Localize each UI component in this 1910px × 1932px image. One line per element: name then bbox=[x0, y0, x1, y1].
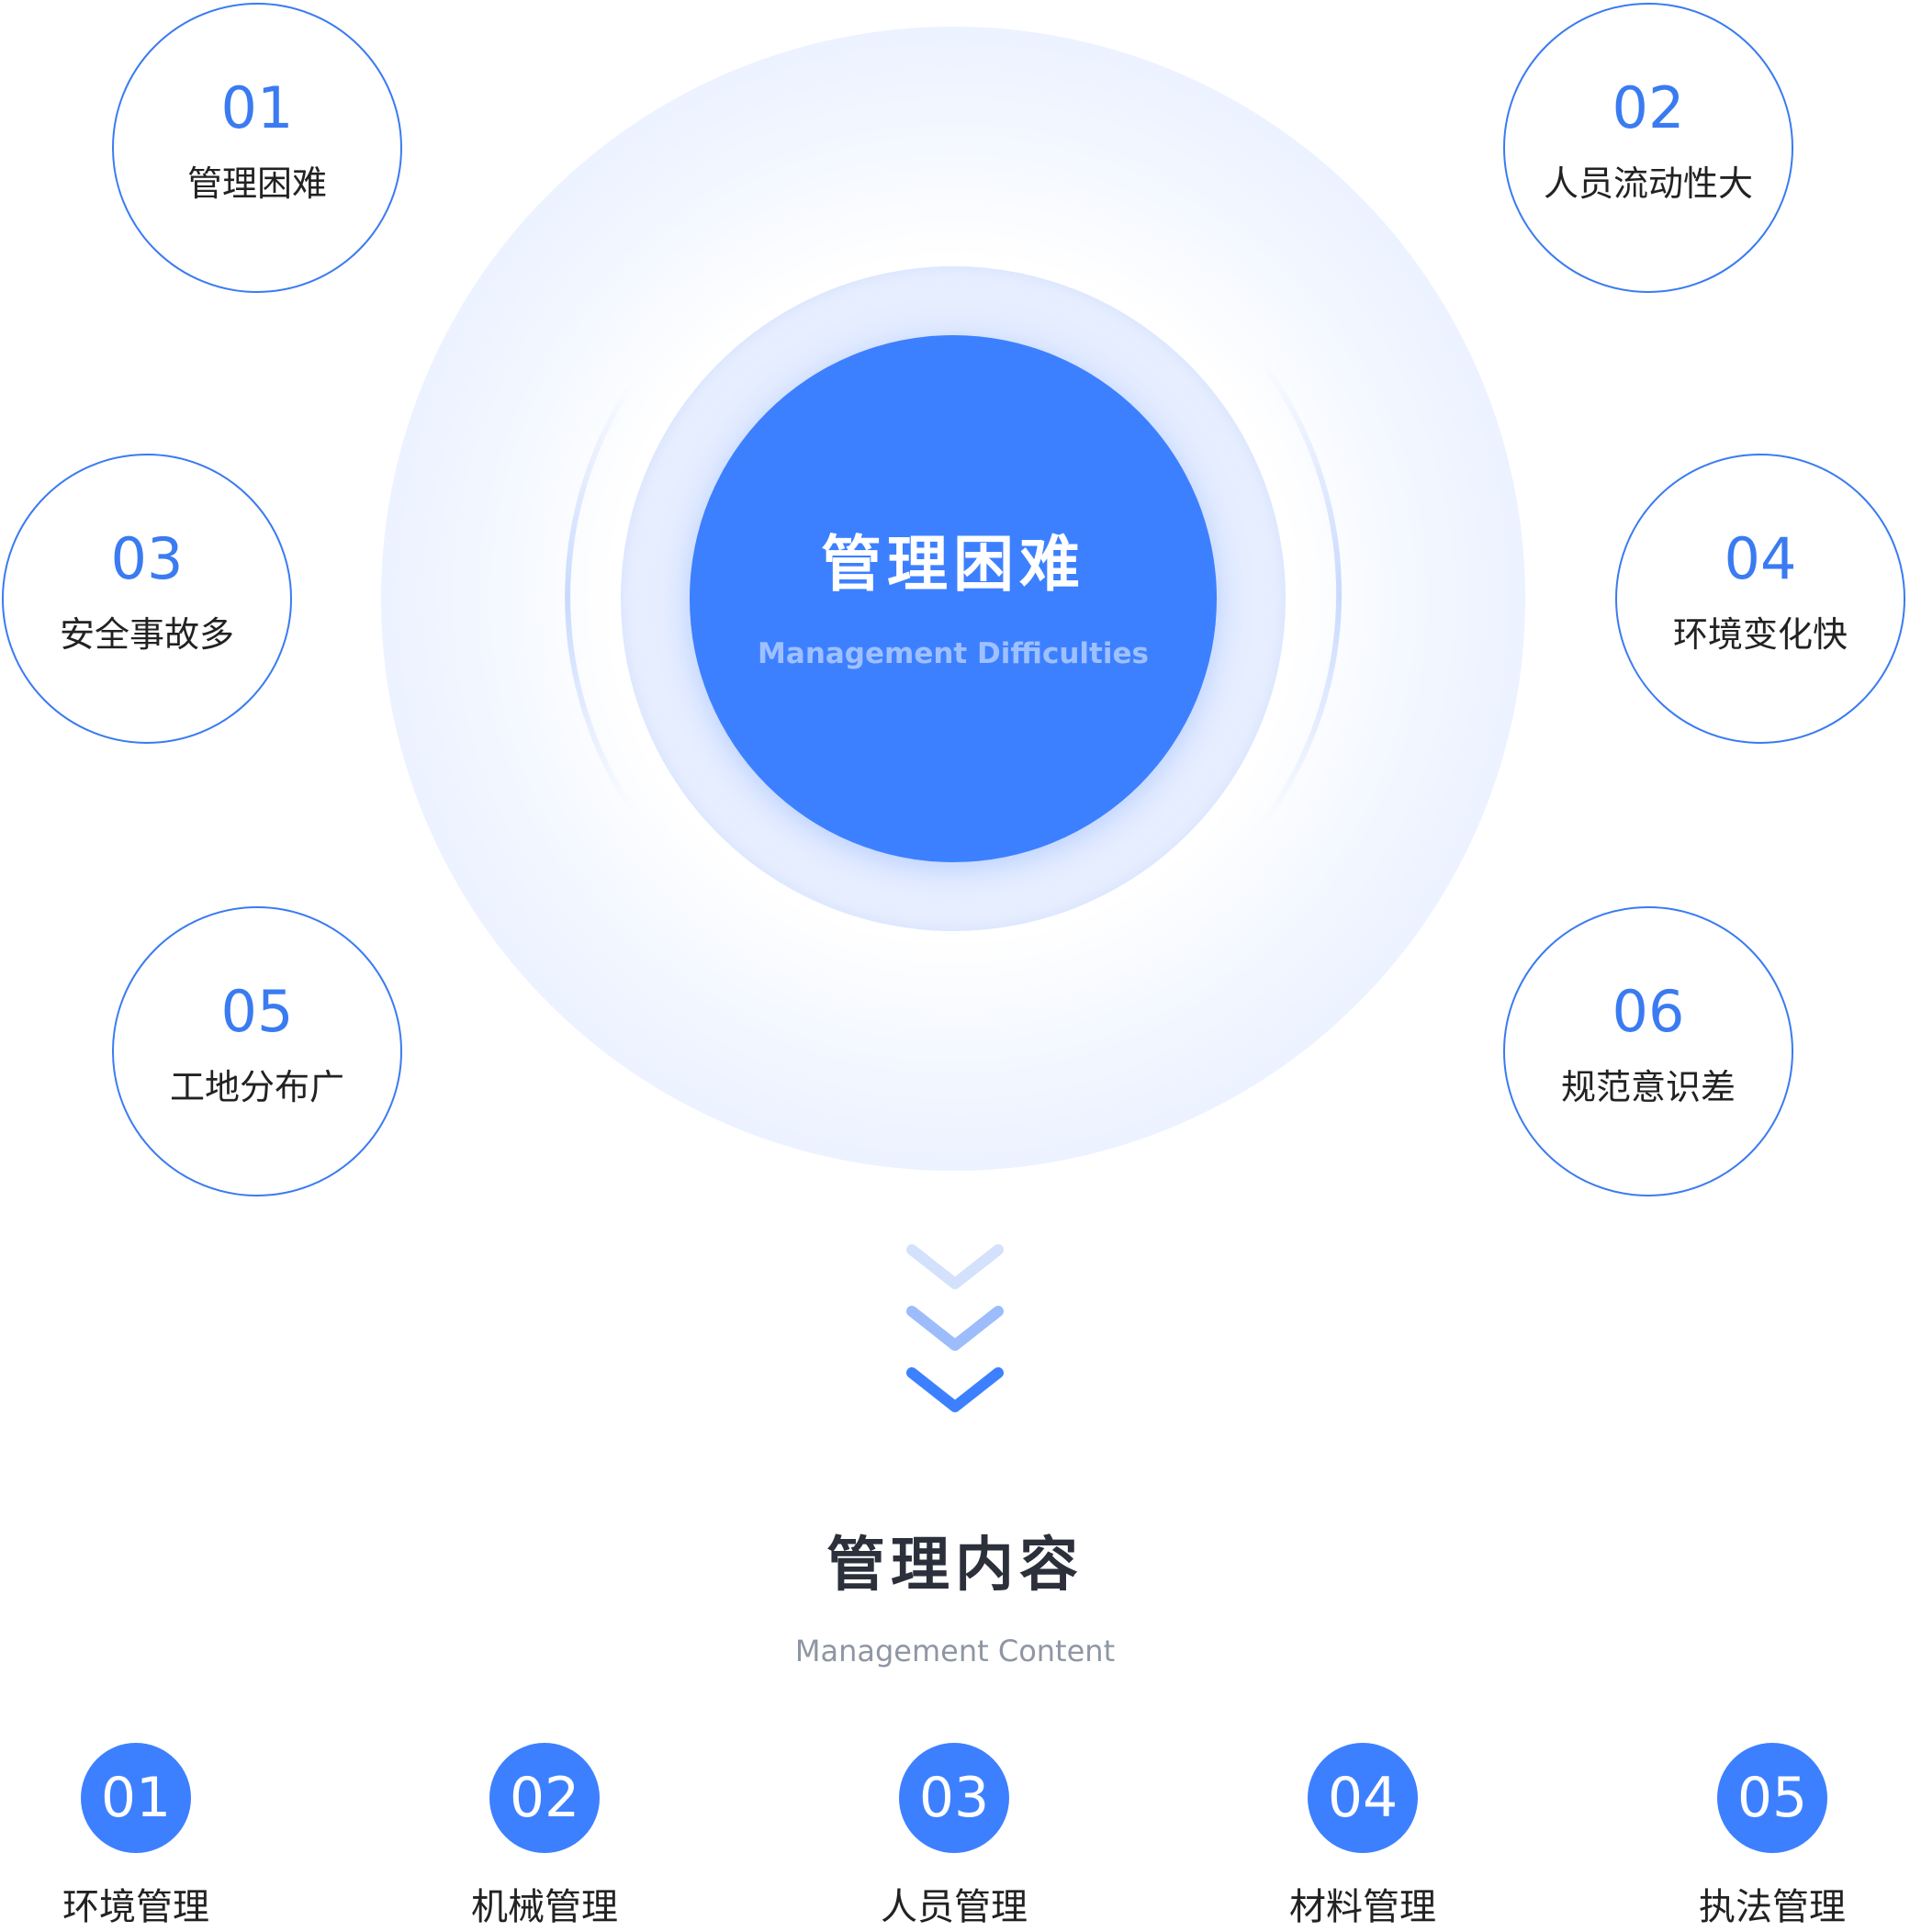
difficulty-bubble-03: 03 安全事故多 bbox=[2, 454, 292, 744]
content-item-04: 04 材料管理 bbox=[1243, 1743, 1482, 1932]
center-title: 管理困难 bbox=[821, 529, 1085, 600]
content-item-02: 02 机械管理 bbox=[425, 1743, 664, 1932]
difficulty-number: 03 bbox=[110, 525, 184, 592]
chevron-down-icon bbox=[906, 1244, 1004, 1412]
difficulty-label: 环境变化快 bbox=[1672, 614, 1848, 655]
content-item-03: 03 人员管理 bbox=[835, 1743, 1073, 1932]
difficulty-number: 06 bbox=[1612, 978, 1685, 1045]
content-number: 05 bbox=[1717, 1743, 1827, 1853]
difficulty-bubble-02: 02 人员流动性大 bbox=[1503, 3, 1793, 293]
center-subtitle: Management Difficulties bbox=[758, 637, 1149, 670]
content-number: 02 bbox=[489, 1743, 600, 1853]
chevron-down-icon bbox=[906, 1244, 1004, 1289]
difficulty-number: 02 bbox=[1612, 74, 1685, 141]
center-circle: 管理困难 Management Difficulties bbox=[690, 335, 1217, 862]
content-number: 03 bbox=[899, 1743, 1009, 1853]
difficulty-label: 管理困难 bbox=[186, 163, 327, 204]
section-subtitle: Management Content bbox=[794, 1634, 1116, 1668]
content-number: 04 bbox=[1308, 1743, 1418, 1853]
content-label: 人员管理 bbox=[881, 1886, 1028, 1928]
difficulty-number: 04 bbox=[1724, 525, 1797, 592]
section-title: 管理内容 bbox=[826, 1532, 1084, 1600]
difficulty-number: 05 bbox=[220, 978, 294, 1045]
difficulty-bubble-04: 04 环境变化快 bbox=[1615, 454, 1905, 744]
difficulty-label: 工地分布广 bbox=[169, 1067, 344, 1107]
difficulty-bubble-01: 01 管理困难 bbox=[112, 3, 402, 293]
content-label: 材料管理 bbox=[1289, 1886, 1436, 1928]
difficulty-number: 01 bbox=[220, 74, 294, 141]
content-number: 01 bbox=[81, 1743, 191, 1853]
difficulty-label: 规范意识差 bbox=[1560, 1067, 1736, 1107]
difficulty-label: 安全事故多 bbox=[59, 614, 234, 655]
content-label: 执法管理 bbox=[1699, 1886, 1846, 1928]
content-label: 环境管理 bbox=[62, 1886, 209, 1928]
difficulty-label: 人员流动性大 bbox=[1543, 163, 1753, 204]
difficulty-bubble-06: 06 规范意识差 bbox=[1503, 906, 1793, 1196]
chevron-down-icon bbox=[906, 1367, 1004, 1412]
chevron-down-icon bbox=[906, 1306, 1004, 1351]
content-item-05: 05 执法管理 bbox=[1653, 1743, 1892, 1932]
content-label: 机械管理 bbox=[471, 1886, 618, 1928]
difficulty-bubble-05: 05 工地分布广 bbox=[112, 906, 402, 1196]
content-item-01: 01 环境管理 bbox=[17, 1743, 255, 1932]
